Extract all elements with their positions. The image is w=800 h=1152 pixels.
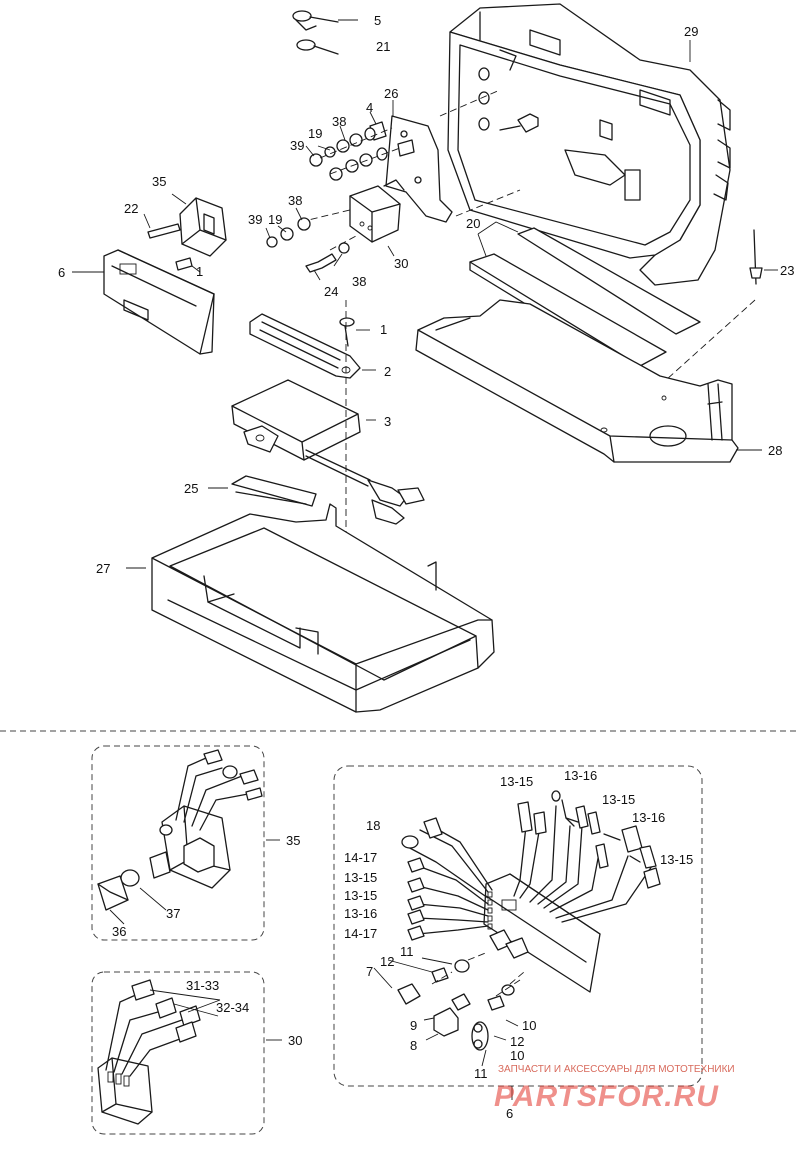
label-23: 23 [780, 263, 794, 278]
circuit-board-detail-6 [483, 873, 601, 993]
detail-6-labels: 13-15 13-16 13-15 18 13-16 14-17 13-15 1… [344, 768, 693, 1121]
label-25: 25 [184, 481, 198, 496]
base-plate-part-28 [415, 299, 739, 463]
detail-box-30 [91, 971, 265, 1135]
top-labels: 5 21 29 26 4 38 19 39 35 22 38 19 39 20 … [58, 13, 794, 576]
relay-detail-35 [97, 749, 263, 911]
label-13-15c: 13-15 [660, 852, 693, 867]
label-10a: 10 [522, 1018, 536, 1033]
label-13-16c: 13-16 [344, 906, 377, 921]
label-13-15e: 13-15 [344, 888, 377, 903]
rectifier-part-30 [349, 179, 405, 243]
lower-housing-part-27 [151, 503, 495, 713]
label-11a: 11 [400, 944, 414, 959]
label-38a: 38 [332, 114, 346, 129]
fastener-stack-upper [309, 121, 401, 181]
label-6a: 6 [58, 265, 65, 280]
label-35b: 35 [286, 833, 300, 848]
wire-harness-detail-6 [401, 790, 661, 941]
label-39a: 39 [290, 138, 304, 153]
label-32-34: 32-34 [216, 1000, 249, 1015]
fastener-stack-lower [266, 217, 350, 273]
label-39b: 39 [248, 212, 262, 227]
label-4: 4 [366, 100, 373, 115]
label-11b: 11 [474, 1066, 488, 1081]
label-8: 8 [410, 1038, 417, 1053]
label-2: 2 [384, 364, 391, 379]
label-6b: 6 [506, 1106, 513, 1121]
label-30b: 30 [288, 1033, 302, 1048]
label-14-17a: 14-17 [344, 850, 377, 865]
label-14-17b: 14-17 [344, 926, 377, 941]
label-21: 21 [376, 39, 390, 54]
label-30a: 30 [394, 256, 408, 271]
label-29: 29 [684, 24, 698, 39]
label-19a: 19 [308, 126, 322, 141]
label-13-15d: 13-15 [344, 870, 377, 885]
label-12a: 12 [380, 954, 394, 969]
control-module-part-3 [231, 379, 425, 525]
label-28: 28 [768, 443, 782, 458]
bracket-plate-part-26 [385, 115, 453, 223]
grommet-part-25 [231, 475, 317, 507]
label-19b: 19 [268, 212, 282, 227]
label-38c: 38 [352, 274, 366, 289]
upper-housing-part-29 [447, 3, 731, 286]
label-13-16a: 13-16 [564, 768, 597, 783]
label-24: 24 [324, 284, 338, 299]
label-27: 27 [96, 561, 110, 576]
mounting-strap-part-2 [249, 313, 361, 379]
watermark: ЗАПЧАСТИ И АКСЕССУАРЫ ДЛЯ МОТОТЕХНИКИ PA… [494, 1064, 735, 1113]
label-13-16b: 13-16 [632, 810, 665, 825]
label-3: 3 [384, 414, 391, 429]
detail-box-35 [91, 745, 265, 941]
label-9: 9 [410, 1018, 417, 1033]
screw-part-1 [339, 317, 355, 347]
circuit-board-part-6 [103, 249, 215, 355]
watermark-brand: PARTSFOR.RU [494, 1080, 719, 1113]
label-37: 37 [166, 906, 180, 921]
label-35a: 35 [152, 174, 166, 189]
tie-wrap-part-21 [296, 39, 339, 55]
label-22: 22 [124, 201, 138, 216]
label-26: 26 [384, 86, 398, 101]
label-7: 7 [366, 964, 373, 979]
label-1a: 1 [196, 264, 203, 279]
label-18: 18 [366, 818, 380, 833]
small-parts-detail-6 [397, 951, 525, 1051]
label-13-15b: 13-15 [602, 792, 635, 807]
tie-wrap-part-5 [292, 10, 339, 31]
detail-box-6 [333, 765, 703, 1087]
label-1b: 1 [380, 322, 387, 337]
watermark-tagline: ЗАПЧАСТИ И АКСЕССУАРЫ ДЛЯ МОТОТЕХНИКИ [498, 1064, 735, 1075]
label-38b: 38 [288, 193, 302, 208]
label-36: 36 [112, 924, 126, 939]
label-12b: 12 [510, 1034, 524, 1049]
label-5: 5 [374, 13, 381, 28]
relay-part-35 [179, 197, 227, 257]
label-20: 20 [466, 216, 480, 231]
rectifier-detail-30 [97, 979, 201, 1125]
label-31-33: 31-33 [186, 978, 219, 993]
pin-part-23 [749, 229, 763, 285]
label-13-15a: 13-15 [500, 774, 533, 789]
label-10b: 10 [510, 1048, 524, 1063]
